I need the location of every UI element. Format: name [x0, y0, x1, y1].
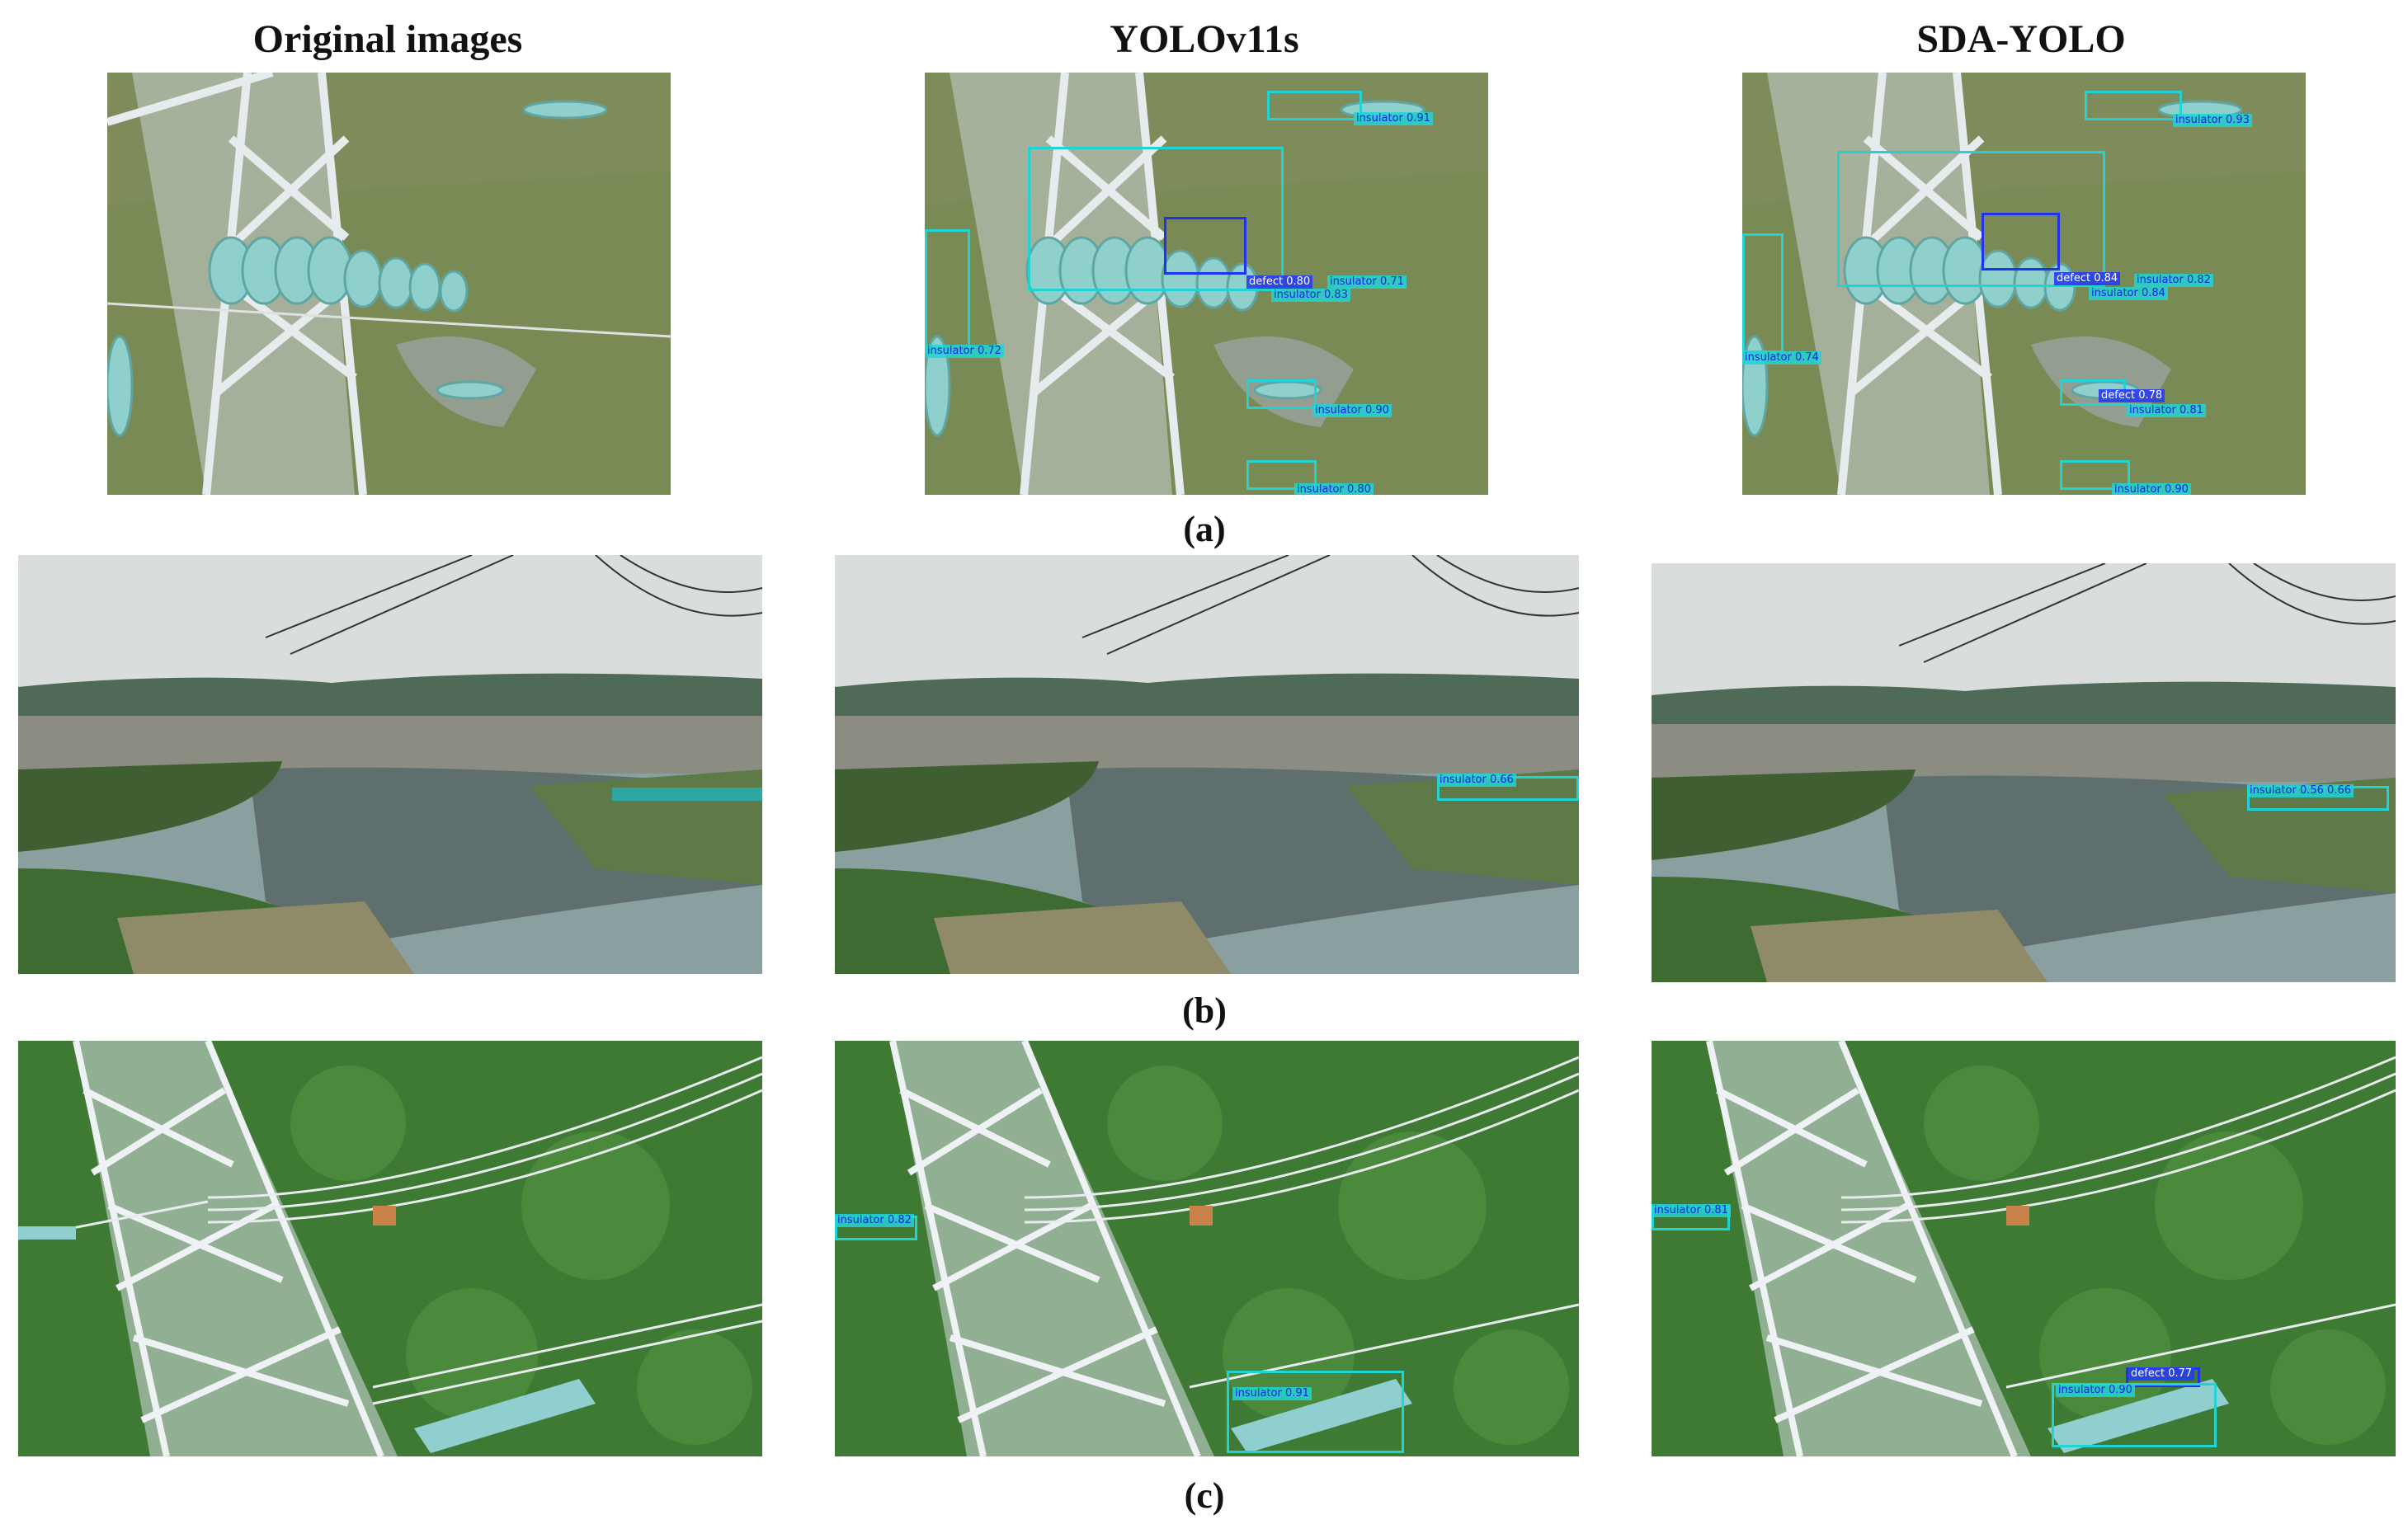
image-a-yolov11s: insulator 0.91 defect 0.80 insulator 0.7… — [925, 73, 1488, 495]
detection-label: insulator 0.90 — [1312, 404, 1392, 417]
detection-label: insulator 0.81 — [2127, 404, 2206, 417]
detection-box-insulator — [1246, 460, 1317, 490]
detection-box-defect — [1164, 217, 1246, 275]
column-title-original: Original images — [252, 17, 523, 61]
detection-box-insulator — [1028, 147, 1284, 291]
column-title-sda-yolo: SDA-YOLO — [1916, 17, 2126, 61]
detection-box-insulator — [925, 229, 970, 353]
image-a-original — [107, 73, 671, 495]
detection-box-insulator — [1246, 379, 1317, 409]
image-c-original — [18, 1041, 762, 1456]
row-label-c: (c) — [1184, 1475, 1225, 1516]
image-b-sda-yolo: insulator 0.56 0.66 — [1652, 563, 2396, 982]
image-b-yolov11s: insulator 0.66 — [835, 555, 1579, 974]
detection-box-insulator — [2085, 91, 2182, 120]
detection-box-insulator — [1837, 151, 2105, 287]
detection-label: defect 0.84 — [2054, 272, 2121, 285]
detection-box-insulator — [2060, 460, 2130, 490]
detection-label: insulator 0.72 — [925, 345, 1004, 358]
detection-label: insulator 0.83 — [1271, 289, 1350, 302]
detection-label: insulator 0.90 — [2056, 1384, 2135, 1397]
image-c-yolov11s: insulator 0.82 insulator 0.91 — [835, 1041, 1579, 1456]
image-c-sda-yolo: insulator 0.81 defect 0.77 insulator 0.9… — [1652, 1041, 2396, 1456]
row-label-a: (a) — [1183, 509, 1226, 549]
detection-label: insulator 0.71 — [1327, 275, 1407, 289]
detection-label: defect 0.80 — [1246, 275, 1313, 289]
detection-label: insulator 0.80 — [1294, 483, 1374, 495]
detection-label: insulator 0.91 — [1354, 112, 1433, 125]
detection-label: insulator 0.91 — [1232, 1387, 1312, 1400]
detection-label: insulator 0.90 — [2112, 483, 2191, 495]
detection-box-defect — [1982, 213, 2060, 271]
detection-label: insulator 0.82 — [835, 1214, 914, 1227]
row-label-b: (b) — [1182, 990, 1227, 1031]
detection-box-insulator — [1267, 91, 1362, 120]
image-b-original — [18, 555, 762, 974]
detection-label: insulator 0.66 — [1437, 774, 1516, 787]
detection-label: insulator 0.74 — [1742, 351, 1821, 365]
image-a-sda-yolo: insulator 0.93 defect 0.84 insulator 0.8… — [1742, 73, 2306, 495]
detection-label: insulator 0.93 — [2173, 114, 2252, 127]
detection-label: insulator 0.81 — [1652, 1204, 1731, 1217]
detection-label: insulator 0.84 — [2089, 287, 2168, 300]
detection-label: insulator 0.56 0.66 — [2247, 784, 2354, 797]
detection-label: defect 0.77 — [2128, 1367, 2195, 1381]
column-title-yolov11s: YOLOv11s — [1110, 17, 1299, 61]
detection-box-insulator — [1227, 1371, 1404, 1453]
detection-label: insulator 0.82 — [2134, 274, 2213, 287]
detection-box-insulator — [1742, 233, 1784, 353]
detection-label: defect 0.78 — [2099, 389, 2165, 402]
